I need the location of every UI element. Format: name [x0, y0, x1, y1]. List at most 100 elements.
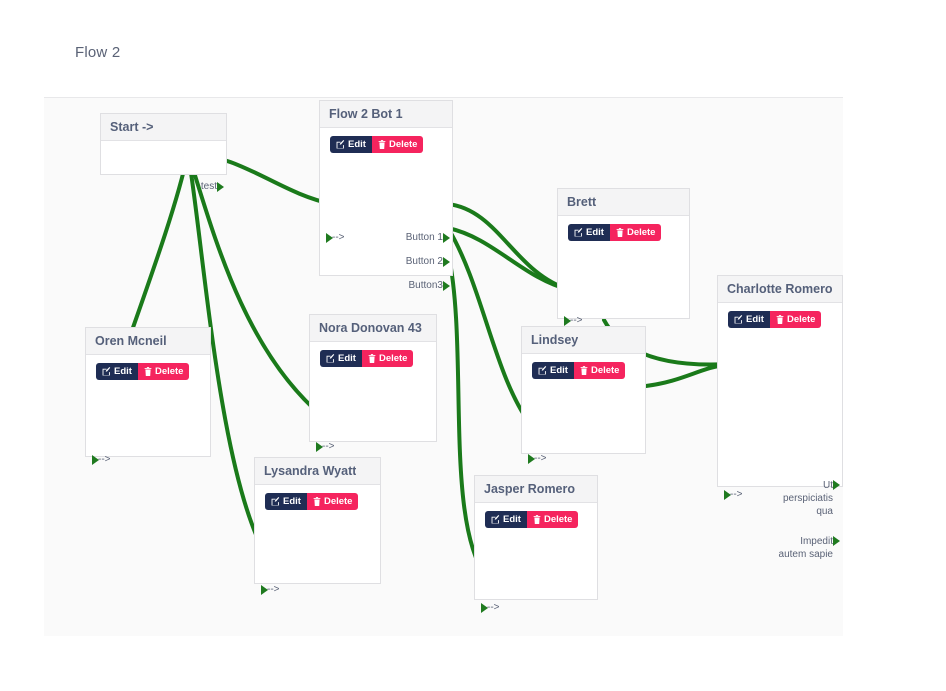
- node-header: Charlotte Romero: [718, 276, 842, 303]
- delete-button[interactable]: Delete: [573, 362, 626, 379]
- node-input-port-label: -->: [98, 454, 111, 465]
- node-title: Charlotte Romero: [727, 282, 833, 296]
- node-input-port-label: -->: [487, 602, 500, 613]
- delete-button-label: Delete: [378, 353, 408, 364]
- node-output-port[interactable]: Impedit autem sapie: [771, 535, 840, 561]
- pencil-square-icon: [491, 515, 500, 524]
- node-input-port-label: -->: [570, 315, 583, 326]
- node-input-port[interactable]: -->: [481, 602, 500, 614]
- node-input-port[interactable]: -->: [528, 453, 547, 465]
- port-arrow-icon: [316, 442, 323, 452]
- trash-icon: [368, 354, 376, 363]
- pencil-square-icon: [574, 228, 583, 237]
- pencil-square-icon: [271, 497, 280, 506]
- node-title: Lysandra Wyatt: [264, 464, 357, 478]
- edit-button[interactable]: Edit: [330, 136, 372, 153]
- node-header: Jasper Romero: [475, 476, 597, 503]
- delete-button[interactable]: Delete: [137, 363, 190, 380]
- delete-button[interactable]: Delete: [609, 224, 662, 241]
- node-action-row: Edit Delete: [558, 216, 689, 241]
- page-title: Flow 2: [75, 44, 121, 61]
- delete-button[interactable]: Delete: [371, 136, 424, 153]
- edit-button[interactable]: Edit: [728, 311, 770, 328]
- delete-button[interactable]: Delete: [306, 493, 359, 510]
- node-input-port-label: -->: [332, 232, 345, 243]
- delete-button-label: Delete: [388, 139, 418, 150]
- node-body: Edit Delete -->: [86, 355, 210, 465]
- node-input-port[interactable]: -->: [564, 315, 583, 327]
- port-arrow-icon: [443, 281, 450, 291]
- node-body: Edit Delete -->: [310, 342, 436, 452]
- trash-icon: [580, 366, 588, 375]
- trash-icon: [533, 515, 541, 524]
- flow-edge[interactable]: [446, 226, 572, 292]
- node-output-port[interactable]: Button 1: [406, 232, 450, 244]
- port-arrow-icon: [481, 603, 488, 613]
- flow-edge[interactable]: [446, 202, 572, 292]
- node-title: Flow 2 Bot 1: [329, 107, 403, 121]
- delete-button-label: Delete: [626, 227, 656, 238]
- delete-button[interactable]: Delete: [526, 511, 579, 528]
- delete-button[interactable]: Delete: [361, 350, 414, 367]
- trash-icon: [378, 140, 386, 149]
- port-arrow-icon: [564, 316, 571, 326]
- node-output-port-label: test: [200, 181, 217, 192]
- node-output-port[interactable]: Ut perspiciatis qua: [771, 479, 840, 518]
- node-input-port[interactable]: -->: [316, 441, 335, 453]
- node-output-port[interactable]: Button 2: [405, 256, 450, 268]
- node-title: Start ->: [110, 120, 154, 134]
- edit-button[interactable]: Edit: [265, 493, 307, 510]
- node-input-port-label: -->: [322, 441, 335, 452]
- node-output-port-label: Button 2: [405, 256, 443, 267]
- node-body: Edit Delete -->: [558, 216, 689, 326]
- delete-button-label: Delete: [543, 514, 573, 525]
- port-arrow-icon: [261, 585, 268, 595]
- node-body: Edit Delete --> Button 1 Button 2 Button3: [320, 128, 452, 291]
- node-header: Lindsey: [522, 327, 645, 354]
- node-output-port[interactable]: test: [200, 181, 224, 193]
- edit-button[interactable]: Edit: [532, 362, 574, 379]
- flow-node-flow2bot1[interactable]: Flow 2 Bot 1 Edit Delete --> Button 1 Button …: [319, 100, 453, 291]
- node-header: Lysandra Wyatt: [255, 458, 380, 485]
- pencil-square-icon: [734, 315, 743, 324]
- node-body: test: [101, 141, 226, 192]
- node-action-row: Edit Delete: [320, 128, 452, 153]
- port-arrow-icon: [443, 257, 450, 267]
- edit-button[interactable]: Edit: [320, 350, 362, 367]
- edit-button[interactable]: Edit: [568, 224, 610, 241]
- node-input-port[interactable]: -->: [261, 584, 280, 596]
- edit-button[interactable]: Edit: [485, 511, 527, 528]
- node-title: Jasper Romero: [484, 482, 576, 496]
- edit-button-label: Edit: [348, 139, 366, 150]
- node-input-port-label: -->: [267, 584, 280, 595]
- node-input-port[interactable]: -->: [92, 454, 111, 466]
- port-arrow-icon: [443, 233, 450, 243]
- pencil-square-icon: [102, 367, 111, 376]
- edit-button-label: Edit: [586, 227, 604, 238]
- pencil-square-icon: [336, 140, 345, 149]
- node-input-port[interactable]: -->: [724, 489, 743, 501]
- flow-node-start[interactable]: Start -> test: [100, 113, 227, 192]
- node-input-port-label: -->: [534, 453, 547, 464]
- port-arrow-icon: [326, 233, 333, 243]
- flow-header-panel: Flow 2: [44, 14, 843, 97]
- node-output-port[interactable]: Button3: [409, 280, 450, 292]
- node-output-port-label: Impedit autem sapie: [778, 536, 833, 560]
- edit-button[interactable]: Edit: [96, 363, 138, 380]
- node-input-port[interactable]: -->: [326, 232, 345, 244]
- delete-button[interactable]: Delete: [769, 311, 822, 328]
- delete-button-label: Delete: [154, 366, 184, 377]
